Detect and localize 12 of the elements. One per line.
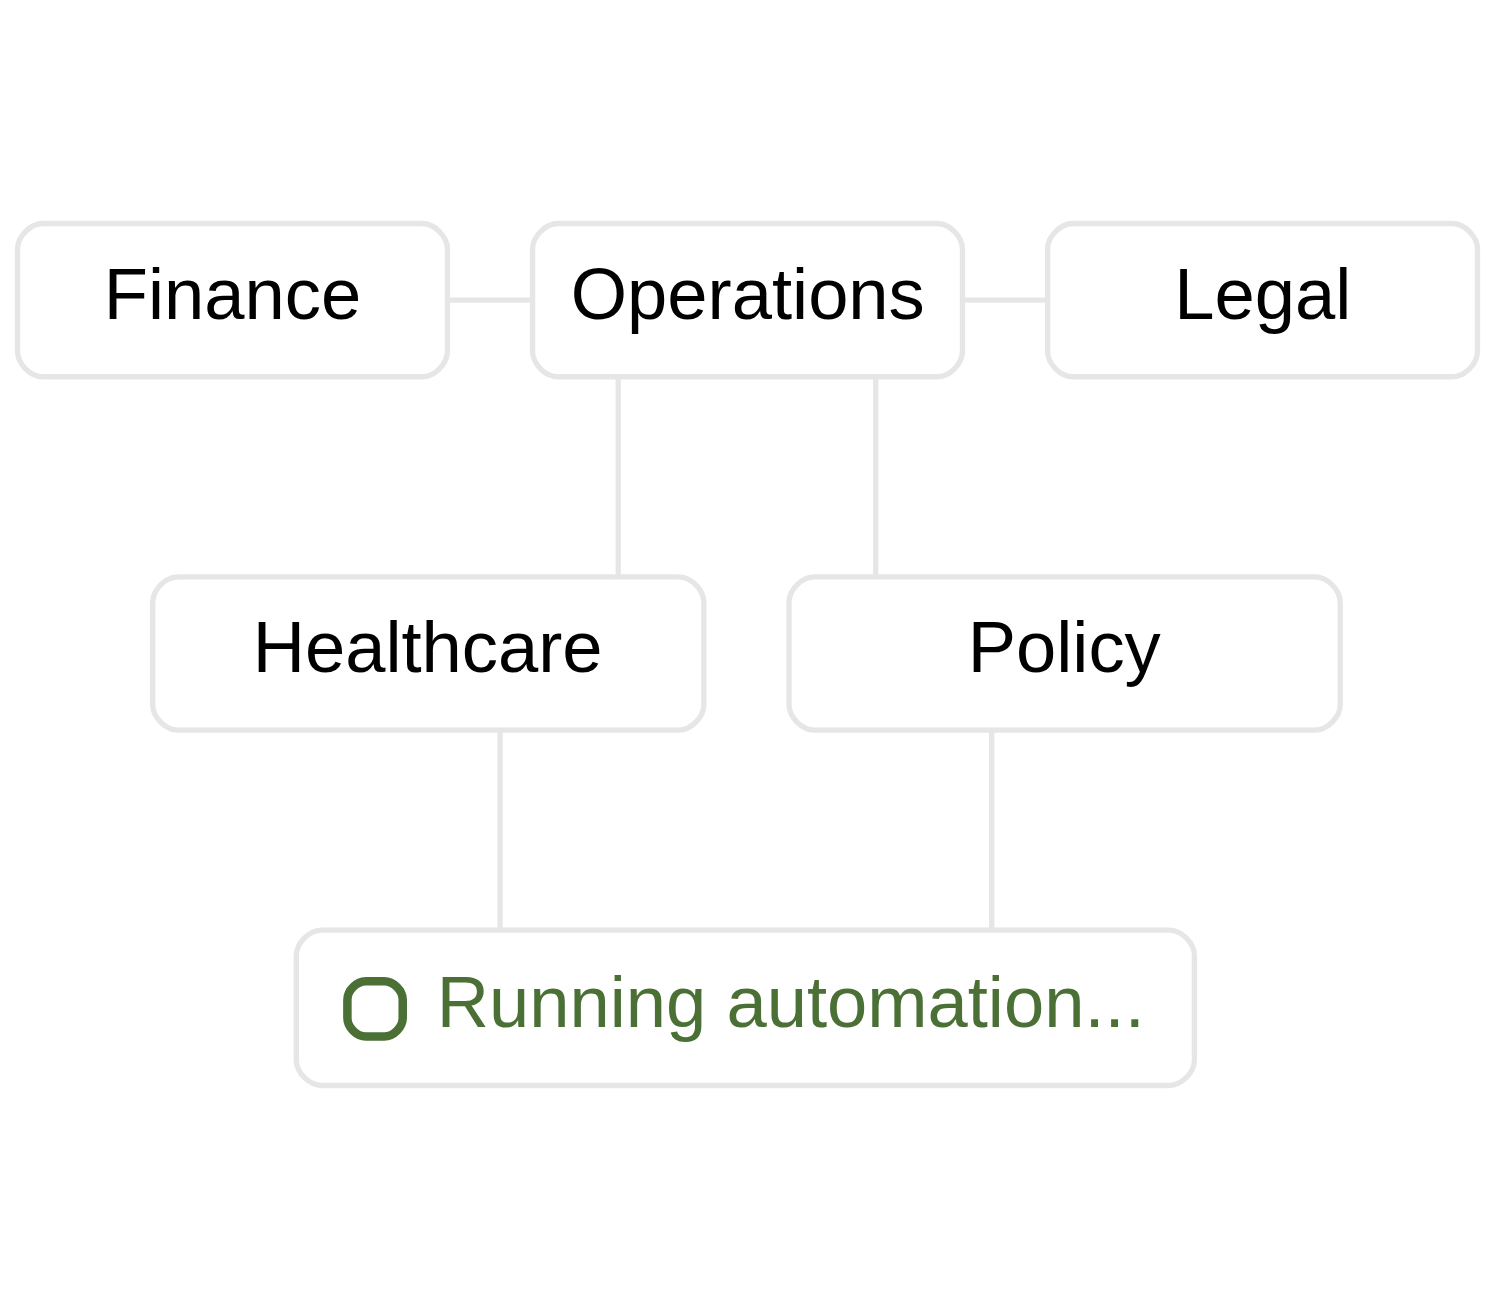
connector: [615, 376, 621, 576]
node-box: Finance: [14, 220, 450, 379]
connector: [962, 297, 1047, 303]
connector: [447, 297, 532, 303]
node-box: Policy: [785, 573, 1343, 733]
node-box: Operations: [529, 220, 965, 379]
connector: [872, 376, 878, 576]
connector: [496, 729, 503, 930]
node-box: Running automation...: [293, 926, 1197, 1088]
node-box: Healthcare: [149, 573, 707, 733]
node-box: Legal: [1044, 220, 1480, 379]
connector: [988, 729, 994, 930]
